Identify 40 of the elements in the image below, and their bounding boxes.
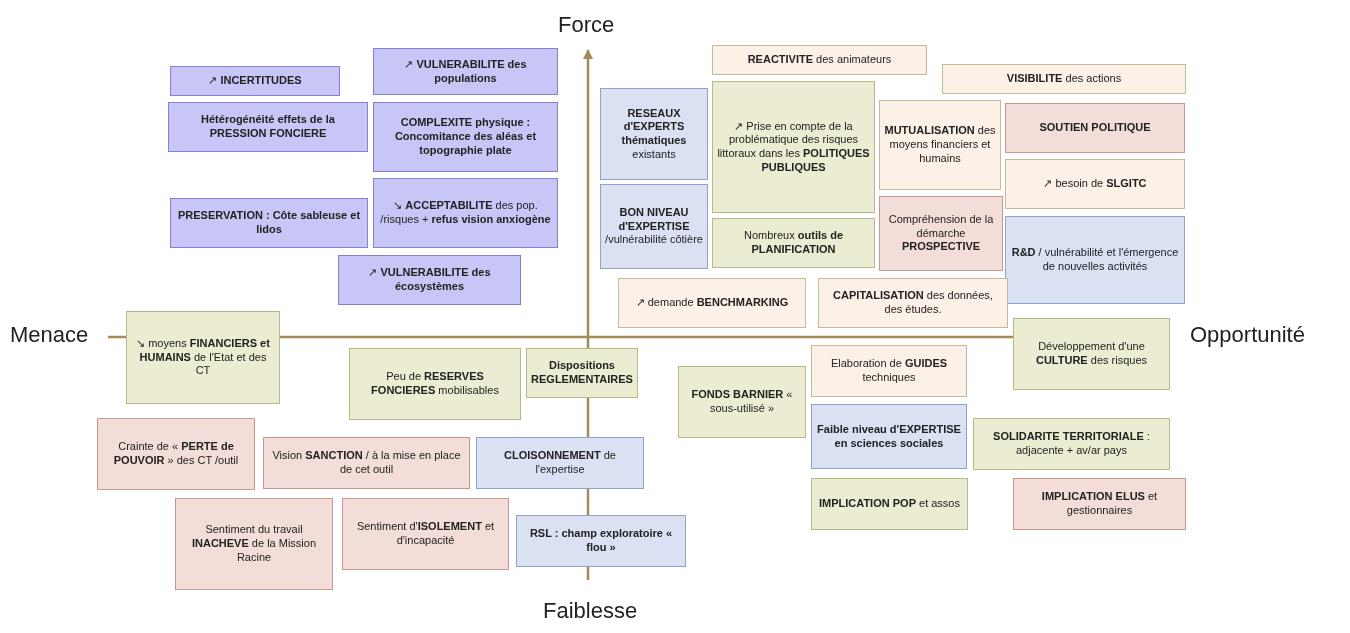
note-card: Hétérogénéité effets de la PRESSION FONCIERE bbox=[168, 102, 368, 152]
note-card: Sentiment du travail INACHEVE de la Mission Racine bbox=[175, 498, 333, 590]
note-card: MUTUALISATION des moyens financiers et humains bbox=[879, 100, 1001, 190]
note-card: Compréhension de la démarche PROSPECTIVE bbox=[879, 196, 1003, 271]
note-card: ↗ VULNERABILITE des populations bbox=[373, 48, 558, 95]
axis-label: Faiblesse bbox=[543, 598, 638, 624]
note-card: COMPLEXITE physique : Concomitance des aléas et topographie plate bbox=[373, 102, 558, 172]
note-card: SOUTIEN POLITIQUE bbox=[1005, 103, 1185, 153]
note-card: Peu de RESERVES FONCIERES mobilisables bbox=[349, 348, 521, 420]
axis-label: Force bbox=[558, 12, 615, 38]
note-card: IMPLICATION POP et assos bbox=[811, 478, 968, 530]
note-card: CLOISONNEMENT de l'expertise bbox=[476, 437, 644, 489]
note-card: Crainte de « PERTE de POUVOIR » des CT /outil bbox=[97, 418, 255, 490]
note-card: IMPLICATION ELUS et gestionnaires bbox=[1013, 478, 1186, 530]
note-card: Dispositions REGLEMENTAIRES bbox=[526, 348, 638, 398]
note-card: Développement d'une CULTURE des risques bbox=[1013, 318, 1170, 390]
note-card: VISIBILITE des actions bbox=[942, 64, 1186, 94]
note-card: ↘ ACCEPTABILITE des pop. /risques + refus vision anxiogène bbox=[373, 178, 558, 248]
note-card: Faible niveau d'EXPERTISE en sciences sociales bbox=[811, 404, 967, 469]
note-card: ↗ Prise en compte de la problématique des risques littoraux dans les POLITIQUES PUBLIQUES bbox=[712, 81, 875, 213]
note-card: FONDS BARNIER « sous-utilisé » bbox=[678, 366, 806, 438]
note-card: SOLIDARITE TERRITORIALE : adjacente + av/ar pays bbox=[973, 418, 1170, 470]
note-card: Nombreux outils de PLANIFICATION bbox=[712, 218, 875, 268]
note-card: CAPITALISATION des données, des études. bbox=[818, 278, 1008, 328]
note-card: PRESERVATION : Côte sableuse et lidos bbox=[170, 198, 368, 248]
note-card: ↗ VULNERABILITE des écosystèmes bbox=[338, 255, 521, 305]
axis-label: Opportunité bbox=[1190, 322, 1305, 348]
note-card: Sentiment d'ISOLEMENT et d'incapacité bbox=[342, 498, 509, 570]
note-card: RSL : champ exploratoire « flou » bbox=[516, 515, 686, 567]
note-card: ↗ demande BENCHMARKING bbox=[618, 278, 806, 328]
note-card: ↗ INCERTITUDES bbox=[170, 66, 340, 96]
note-card: ↗ besoin de SLGITC bbox=[1005, 159, 1185, 209]
note-card: BON NIVEAU d'EXPERTISE /vulnérabilité côtière bbox=[600, 184, 708, 269]
note-card: R&D / vulnérabilité et l'émergence de nouvelles activités bbox=[1005, 216, 1185, 304]
note-card: REACTIVITE des animateurs bbox=[712, 45, 927, 75]
note-card: Vision SANCTION / à la mise en place de cet outil bbox=[263, 437, 470, 489]
note-card: ↘ moyens FINANCIERS et HUMAINS de l'Etat et des CT bbox=[126, 311, 280, 404]
axis-label: Menace bbox=[10, 322, 89, 348]
note-card: RESEAUX d'EXPERTS thématiques existants bbox=[600, 88, 708, 180]
note-card: Elaboration de GUIDES techniques bbox=[811, 345, 967, 397]
